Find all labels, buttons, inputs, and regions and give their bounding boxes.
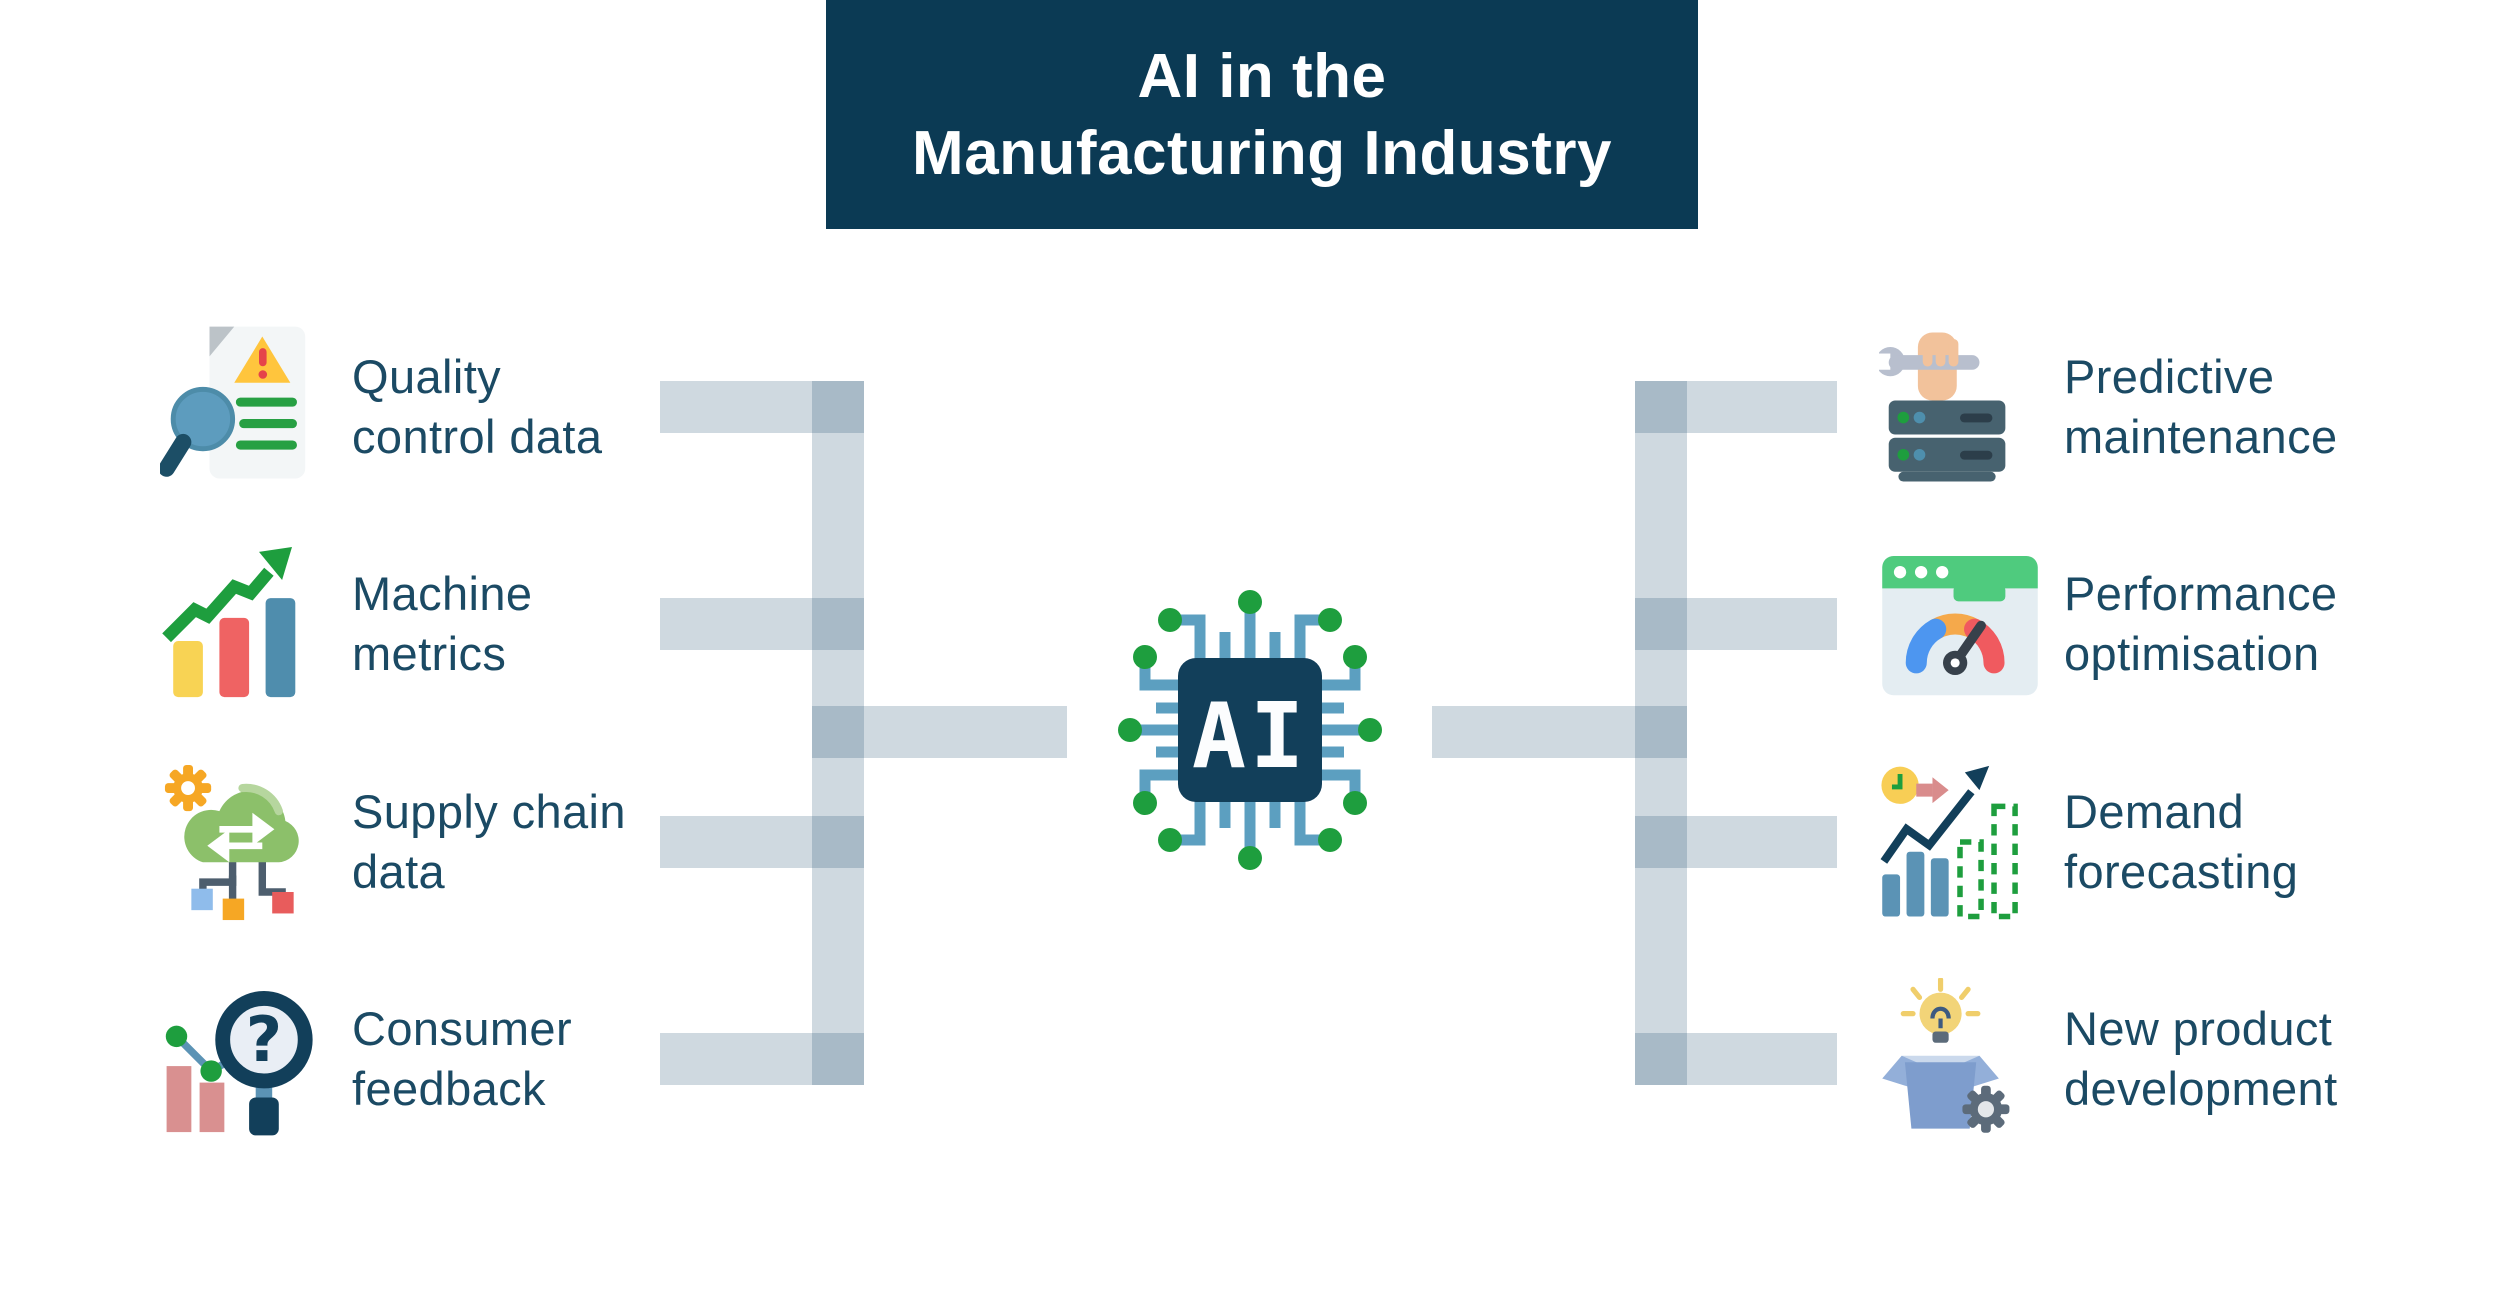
title-line-1: AI in the [1137,41,1387,111]
question-mark-glyph: ? [246,1003,282,1076]
connector-left-row-3 [660,816,864,868]
item-label-line-1: Supply chain [352,785,626,838]
performance-optimisation-icon [1872,514,2047,734]
item-label-line-2: control data [352,410,603,463]
item-label-line-1: Performance [2064,567,2338,620]
item-label-line-1: Consumer [352,1002,573,1055]
item-label-line-2: forecasting [2064,845,2299,898]
item-label-line-2: maintenance [2064,410,2338,463]
connector-right-row-2 [1635,598,1837,650]
item-label: Supply chain data [352,782,626,902]
ai-chip-icon: AI [1100,580,1400,880]
item-label-line-1: Demand [2064,785,2245,838]
item-label-line-1: New product [2064,1002,2333,1055]
item-label-line-1: Predictive [2064,350,2275,403]
chip-label: AI [1192,684,1308,789]
connector-left-to-chip [812,706,1067,758]
item-label: Demand forecasting [2064,782,2298,902]
connector-chip-to-right [1432,706,1687,758]
supply-chain-icon [150,732,335,952]
item-label-line-2: data [352,845,446,898]
connector-right-row-1 [1635,381,1837,433]
item-label: New product development [2064,999,2338,1119]
item-label: Machine metrics [352,564,532,684]
item-label-line-2: development [2064,1062,2338,1115]
connector-left-row-4 [660,1033,864,1085]
connector-right-row-4 [1635,1033,1837,1085]
item-label-line-2: feedback [352,1062,546,1115]
connector-left-row-1 [660,381,864,433]
connector-left-row-2 [660,598,864,650]
demand-forecasting-icon [1872,732,2047,952]
consumer-feedback-icon: ? [150,949,335,1169]
title-line-2: Manufacturing Industry [912,118,1612,188]
predictive-maintenance-icon [1872,297,2047,517]
item-label-line-2: metrics [352,627,507,680]
item-label: Predictive maintenance [2064,347,2338,467]
item-label-line-1: Quality [352,350,502,403]
connector-right-vertical [1635,381,1687,1085]
connector-right-row-3 [1635,816,1837,868]
item-label: Quality control data [352,347,602,467]
item-label-line-2: optimisation [2064,627,2320,680]
item-label: Performance optimisation [2064,564,2337,684]
item-label-line-1: Machine [352,567,533,620]
machine-metrics-icon [150,514,335,734]
new-product-development-icon [1872,949,2047,1169]
item-label: Consumer feedback [352,999,572,1119]
title-banner: AI in the Manufacturing Industry [826,0,1698,229]
quality-control-icon [150,297,335,517]
connector-left-vertical [812,381,864,1085]
